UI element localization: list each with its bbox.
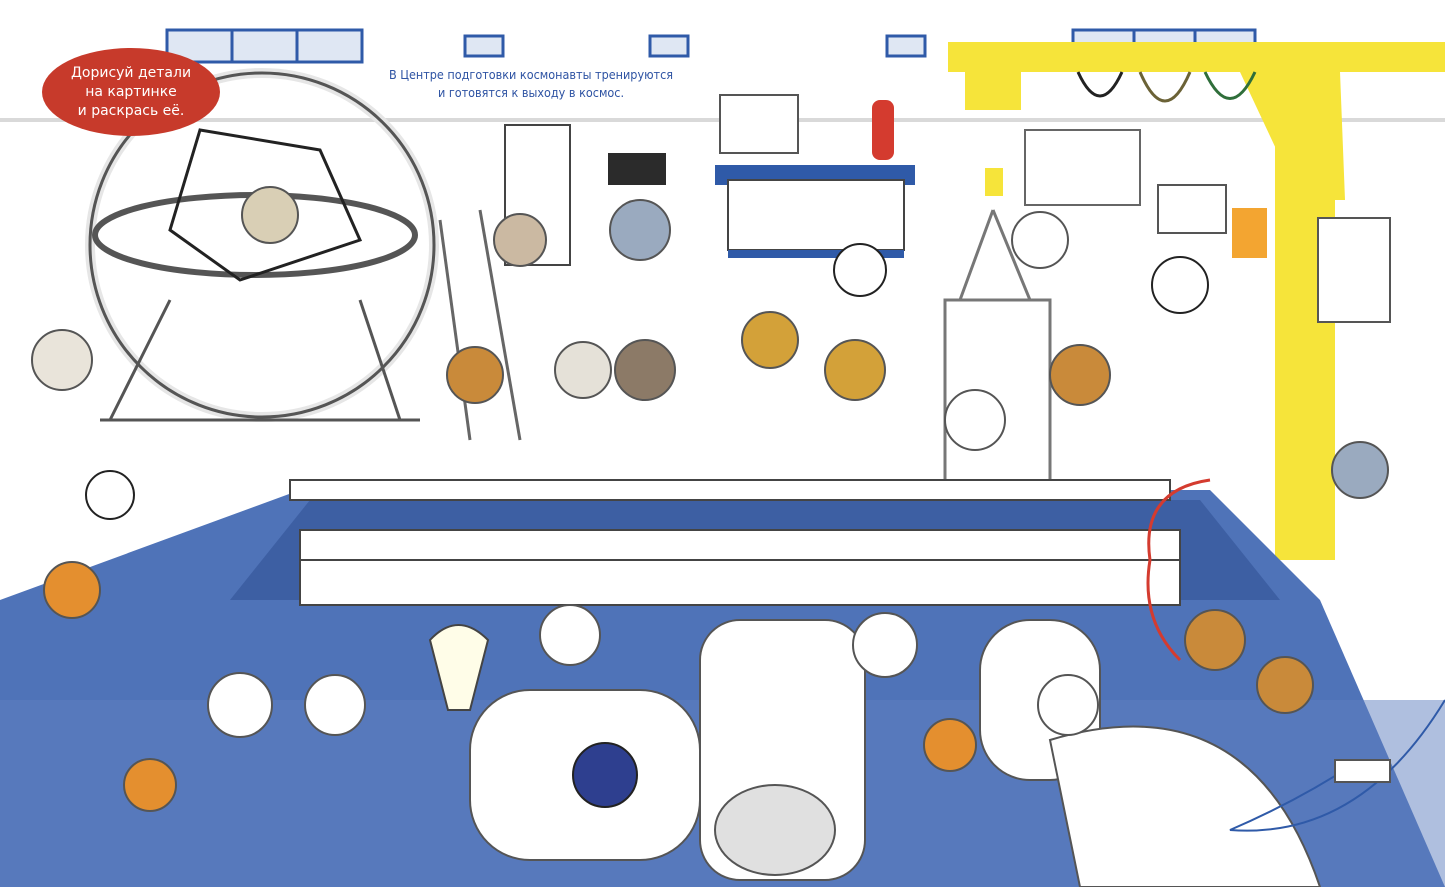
cabinet — [1317, 217, 1391, 323]
lamp — [428, 624, 490, 711]
instruction-line-1: Дорисуй детали — [70, 64, 192, 81]
astronaut-dark — [207, 672, 273, 738]
folders — [1232, 208, 1267, 258]
astronaut-sleeping — [1037, 674, 1099, 736]
doctor-character — [554, 341, 612, 399]
window-small-1 — [463, 34, 505, 58]
yellow-crane — [948, 42, 1445, 560]
monitor-right — [1157, 184, 1227, 234]
zebra-character — [833, 243, 887, 297]
instruction-line-3: и раскрась её. — [77, 102, 185, 119]
rhino-mechanic — [1331, 441, 1389, 499]
ladder-left — [438, 209, 522, 441]
instruction-line-2: на картинке — [85, 83, 177, 100]
gorilla-diver — [572, 742, 638, 808]
badger-character — [85, 470, 135, 520]
sloth-character — [614, 339, 676, 401]
cables — [1076, 71, 1257, 103]
goat-character — [43, 561, 101, 619]
fire-extinguisher — [872, 100, 894, 160]
characters — [31, 186, 1389, 812]
phone — [608, 153, 666, 185]
elephant-character — [609, 199, 671, 261]
lion-patient — [741, 311, 799, 369]
rabbit-doctor — [493, 213, 547, 267]
scene-caption: В Центре подготовки космонавты тренируют… — [386, 66, 676, 102]
astronaut-beaver — [852, 612, 918, 678]
window-small-2 — [648, 34, 690, 58]
control-box — [1334, 759, 1391, 783]
window-left — [165, 28, 364, 64]
caption-line-1: В Центре подготовки космонавты тренируют… — [388, 67, 674, 82]
blue-wires — [1229, 699, 1445, 832]
control-console — [715, 94, 915, 258]
underwater-mockups — [469, 619, 1322, 887]
lion-doctor — [824, 339, 886, 401]
centrifuge — [85, 68, 439, 422]
instruction-badge: Дорисуй детали на картинке и раскрась её… — [42, 48, 220, 136]
cat-character — [1011, 211, 1069, 269]
window-small-3 — [885, 34, 927, 58]
air-hose — [1146, 478, 1211, 662]
lion-assistant — [1049, 344, 1111, 406]
rabbit-character — [31, 329, 93, 391]
beaver-character — [446, 346, 504, 404]
astronaut-cat — [304, 674, 366, 736]
caption-line-2: и готовятся к выходу в космос. — [437, 85, 625, 100]
centrifuge-pilot — [241, 186, 299, 244]
schedule-board — [1024, 129, 1141, 206]
astronaut-lion — [1184, 609, 1246, 671]
astronaut-hatch — [539, 604, 601, 666]
pool-bridge — [299, 529, 1181, 606]
squirrel-diver — [923, 718, 977, 772]
astronaut-in-cage — [944, 389, 1006, 451]
skunk-operator — [1151, 256, 1209, 314]
beaver-helper — [1256, 656, 1314, 714]
diver-character — [123, 758, 177, 812]
